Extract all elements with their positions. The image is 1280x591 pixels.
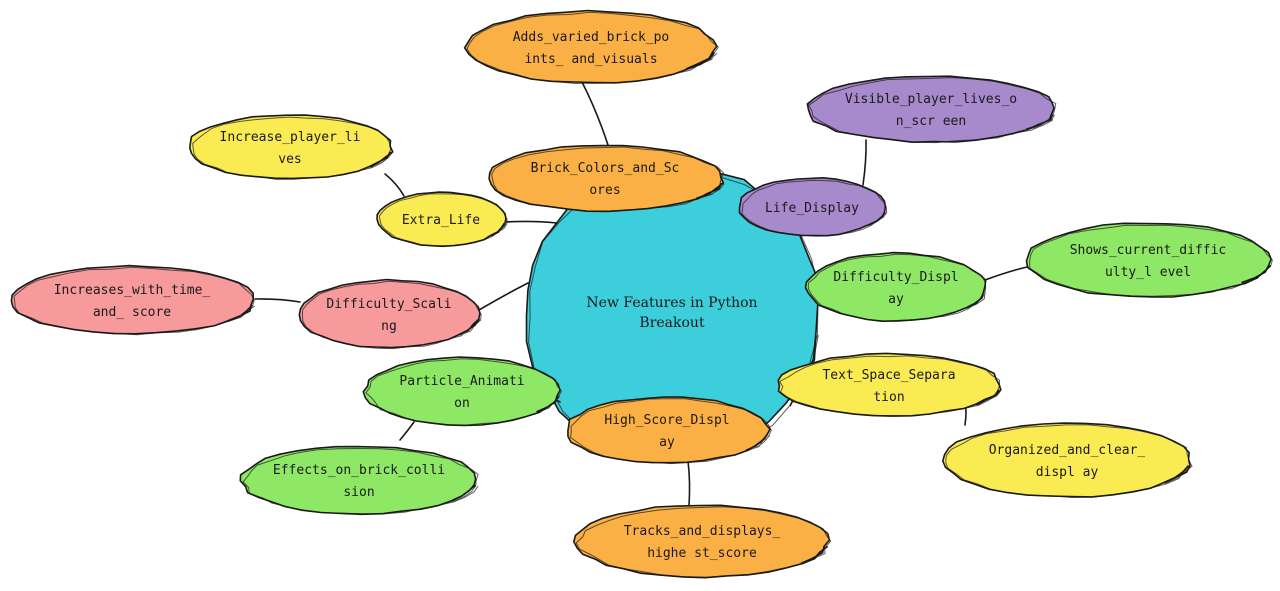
node-difficulty-display-detail: Shows_current_diffic ulty_l evel [1025, 222, 1273, 298]
node-label-line: on [454, 396, 470, 411]
node-life-display: Life_Display [738, 176, 888, 237]
node-label-line: Breakout [639, 315, 705, 331]
node-label-line: Text_Space_Separa [822, 368, 955, 383]
node-extra-life-detail: Increase_player_lives [188, 114, 394, 180]
node-label-line: n_scr een [896, 114, 966, 129]
node-difficulty-display: Difficulty_Display [804, 251, 987, 323]
node-label-line: ints_ and_visuals [524, 52, 657, 67]
node-high-score-detail: Tracks_and_displays_highe st_score [572, 504, 832, 579]
connector-line [862, 139, 867, 186]
node-label-line: Difficulty_Displ [833, 270, 958, 285]
node-label-line: ng [381, 319, 397, 334]
node-outline-stroke [242, 447, 479, 515]
node-outline-stroke [13, 266, 256, 336]
node-extra-life: Extra_Life [376, 191, 508, 248]
node-label-line: Tracks_and_displays_ [624, 524, 781, 539]
node-outline-stroke [301, 280, 482, 350]
node-outline-stroke [378, 193, 508, 247]
node-shape [463, 9, 718, 84]
node-difficulty-scaling-detail: Increases_with_time_ and_ score [10, 264, 256, 336]
node-shape [567, 396, 771, 464]
node-outline-stroke [779, 355, 1002, 417]
node-shape [10, 264, 255, 335]
node-outline-stroke [575, 506, 832, 578]
node-label-line: Organized_and_clear_ [989, 443, 1146, 458]
node-label-line: Adds_varied_brick_po [513, 30, 670, 45]
connector-line [399, 421, 415, 441]
node-label-line: tion [873, 390, 904, 405]
node-outline-stroke [569, 398, 772, 465]
node-brick-colors-detail: Adds_varied_brick_po ints_ and_visuals [463, 9, 719, 84]
node-label-line: Visible_player_lives_o [845, 92, 1017, 107]
node-label-line: Shows_current_diffic [1070, 243, 1227, 258]
node-shape [239, 445, 477, 516]
node-shape [806, 75, 1055, 144]
node-high-score: High_Score_Display [567, 396, 772, 465]
node-text-space-detail: Organized_and_clear_displ ay [941, 422, 1193, 499]
node-label-line: New Features in Python [586, 295, 757, 311]
node-label-line: High_Score_Displ [604, 413, 729, 428]
node-outline-stroke [365, 358, 562, 426]
node-label-line: Increases_with_time_ [54, 283, 211, 298]
node-label-line: Extra_Life [402, 213, 480, 228]
node-label-line: ves [278, 152, 301, 167]
connector-line [984, 266, 1028, 281]
node-outline-stroke [491, 146, 725, 212]
node-label-line: Increase_player_li [220, 130, 361, 145]
node-label-line: ay [659, 435, 675, 450]
node-shape [1025, 222, 1272, 298]
node-label-line: sion [343, 485, 374, 500]
node-outline-stroke [192, 116, 393, 180]
node-shape [777, 352, 1002, 417]
node-outline-stroke [945, 424, 1193, 499]
node-label-line: Difficulty_Scali [326, 297, 451, 312]
connector-line [384, 173, 405, 197]
node-label-line: highe st_score [647, 546, 757, 561]
node-label-line: and_ score [93, 305, 171, 320]
connector-line [504, 220, 558, 224]
node-shape [804, 251, 987, 323]
node-label-line: Effects_on_brick_colli [273, 463, 445, 478]
node-outline-stroke [1029, 224, 1273, 297]
node-label-line: ay [888, 292, 904, 307]
node-label-line: ulty_l evel [1105, 265, 1191, 280]
node-outline-stroke [466, 11, 719, 84]
node-outline-stroke [807, 253, 987, 322]
node-outline-stroke [741, 179, 888, 237]
node-outline-stroke [808, 77, 1057, 144]
node-label-line: ores [589, 183, 620, 198]
node-label-line: Brick_Colors_and_Sc [531, 161, 680, 176]
node-label-line: Life_Display [765, 201, 859, 216]
node-label-line: Particle_Animati [399, 374, 524, 389]
node-life-display-detail: Visible_player_lives_o n_scr een [806, 75, 1057, 144]
connector-line [581, 81, 609, 146]
connector-line [687, 460, 691, 507]
node-label-line: displ ay [1036, 465, 1099, 480]
connector-line [254, 298, 301, 303]
connector-line [478, 282, 529, 311]
node-shape [298, 278, 481, 349]
